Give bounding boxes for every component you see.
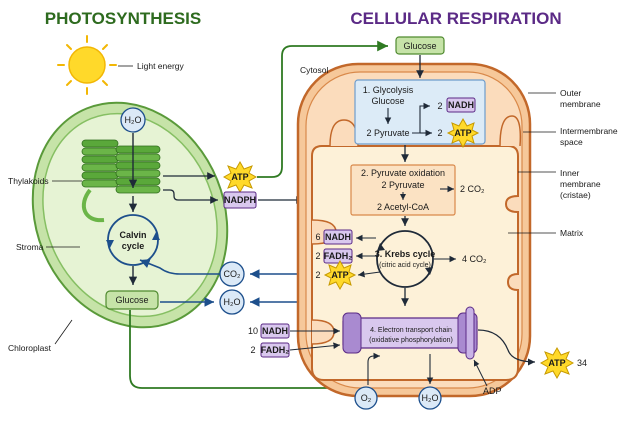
thylakoid-connector (81, 188, 105, 223)
krebs-fadh2-label: FADH₂ (324, 251, 353, 261)
etc-h2o-label: H₂O (422, 393, 439, 403)
pyruvate-oxidation-pyruvate: 2 Pyruvate (381, 180, 424, 190)
etc-h2o-circle (418, 386, 442, 410)
inner-membrane-label-3: (cristae) (560, 190, 591, 200)
h2o-exchange-label: H₂O (224, 297, 241, 307)
krebs-fadh2-count: 2 (315, 251, 320, 261)
h2o-in-label: H₂O (125, 115, 142, 125)
chloroplast-label: Chloroplast (8, 343, 52, 353)
inner-membrane-label-2: membrane (560, 179, 601, 189)
krebs-atp-star (323, 259, 357, 291)
thylakoid-to-nadph-arrow (163, 189, 218, 204)
etc-fadh2-count: 2 (250, 345, 255, 355)
thylakoid-stack-right (115, 145, 161, 194)
glycolysis-nadh-label: NADH (448, 100, 474, 110)
krebs-atp-count: 2 (315, 270, 320, 280)
nadph-label: NADPH (224, 195, 256, 205)
glucose-photo-label: Glucose (115, 295, 148, 305)
krebs-nadh-box (323, 229, 353, 245)
etc-label-1: 4. Electron transport chain (370, 327, 452, 334)
krebs-atp-label: ATP (331, 270, 348, 280)
glycolysis-atp-count: 2 (437, 128, 442, 138)
pyruvate-oxidation-title: 2. Pyruvate oxidation (361, 168, 445, 178)
light-energy-label: Light energy (137, 61, 185, 71)
co2-to-calvin-arrow (139, 259, 220, 275)
pyruvate-oxidation-acetyl: 2 Acetyl-CoA (377, 202, 429, 212)
glucose-input-label: Glucose (403, 41, 436, 51)
krebs-label-1: 3. Krebs cycle (375, 249, 436, 259)
atp-exchange-label: ATP (231, 172, 248, 182)
atp-to-glucose-arrow (257, 40, 388, 178)
krebs-fadh2-box (323, 248, 353, 264)
pyruvate-co2-label: 2 CO₂ (460, 184, 485, 194)
chloroplast-leader (54, 319, 73, 345)
glucose-to-o2-arrow (129, 310, 348, 394)
co2-exchange-label: CO₂ (224, 269, 242, 279)
glycolysis-nadh-count: 2 (437, 101, 442, 111)
nadph-box (223, 191, 257, 209)
sun-icon (57, 35, 117, 95)
matrix-label: Matrix (560, 228, 584, 238)
thylakoids-label: Thylakoids (8, 176, 49, 186)
krebs-nadh-label: NADH (325, 232, 351, 242)
etc-fadh2-label: FADH₂ (261, 345, 290, 355)
fadh2-to-etc-arrow (289, 342, 341, 351)
electron-transport-chain (342, 306, 478, 360)
calvin-cycle (106, 214, 160, 266)
adp-label: ADP (483, 386, 502, 396)
o2-circle (354, 386, 378, 410)
stroma-label: Stroma (16, 242, 44, 252)
krebs-cycle (376, 230, 434, 288)
krebs-nadh-count: 6 (315, 232, 320, 242)
cytosol-label: Cytosol (300, 65, 328, 75)
inner-membrane-label-1: Inner (560, 168, 580, 178)
glycolysis-atp-label: ATP (454, 128, 471, 138)
etc-fadh2-box (260, 342, 290, 358)
glycolysis-glucose: Glucose (371, 96, 404, 106)
etc-atp-label: ATP (548, 358, 565, 368)
etc-to-atp-arrow (477, 329, 536, 366)
thylakoid-stack-left (81, 139, 119, 188)
respiration-title: CELLULAR RESPIRATION (350, 9, 561, 28)
glycolysis-nadh-box (446, 97, 476, 113)
etc-nadh-label: NADH (262, 326, 288, 336)
etc-atp-star (539, 346, 575, 380)
photosynthesis-title: PHOTOSYNTHESIS (45, 9, 202, 28)
intermembrane-label-2: space (560, 137, 583, 147)
o2-label: O₂ (361, 393, 372, 403)
h2o-exchange-circle (219, 289, 245, 315)
calvin-label-2: cycle (122, 241, 145, 251)
etc-nadh-box (260, 323, 290, 339)
outer-membrane-label-1: Outer (560, 88, 581, 98)
krebs-to-atp-arrow (357, 270, 381, 278)
glycolysis-title: 1. Glycolysis (363, 85, 414, 95)
glycolysis-to-nadh-arrow (412, 102, 430, 134)
pyruvate-oxidation-box (350, 164, 456, 216)
etc-nadh-count: 10 (248, 326, 258, 336)
adp-to-atp-synthase-arrow (473, 359, 488, 387)
calvin-label-1: Calvin (119, 230, 146, 240)
glucose-photo-box (105, 290, 159, 310)
o2-to-etc-arrow (367, 352, 380, 385)
glycolysis-atp-star (446, 117, 480, 149)
h2o-in-circle (120, 107, 146, 133)
glucose-input-box (395, 36, 445, 55)
intermembrane-label-1: Intermembrane (560, 126, 618, 136)
cristae (311, 115, 522, 345)
etc-label-2: (oxidative phosphorylation) (369, 337, 453, 344)
krebs-co2-label: 4 CO₂ (462, 254, 487, 264)
etc-atp-count: 34 (577, 358, 587, 368)
glycolysis-pyruvate: 2 Pyruvate (366, 128, 409, 138)
outer-membrane-label-2: membrane (560, 99, 601, 109)
krebs-label-2: (citric acid cycle) (379, 262, 431, 269)
